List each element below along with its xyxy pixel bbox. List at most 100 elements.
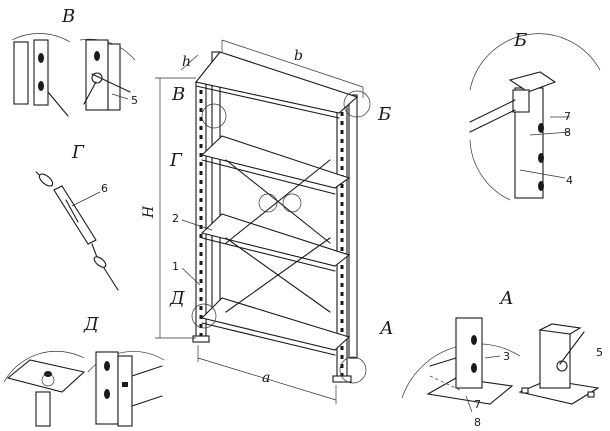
rack-label-b: Б [377,104,391,125]
shelf-bottom [200,297,351,356]
post-slot [340,211,344,215]
post-slot [340,283,344,287]
detail-v-view [11,33,136,117]
detail-title-b: Б [513,30,527,51]
leader-1 [181,267,201,286]
post-slot [340,319,344,323]
detail-d-view [3,350,165,427]
post-slot [199,288,203,292]
post-slot [199,198,203,202]
post-slot [199,99,203,103]
rack-label-a: А [378,318,394,339]
foot-front-left [192,335,210,343]
post-slot [199,162,203,166]
part-number-4: 4 [566,174,573,187]
leader-2 [181,219,213,231]
post-slot [199,126,203,130]
post-slot [340,202,344,206]
rack-label-g: Г [169,150,183,171]
post-slot [199,252,203,256]
post-slot [340,130,344,134]
detail-title-v: В [61,6,75,27]
cross-brace-upper [225,159,331,244]
post-slot [199,90,203,94]
post-slot [340,247,344,251]
dimension-H: H [141,205,157,219]
post-slot [199,315,203,319]
post-slot [199,333,203,337]
post-slot [340,193,344,197]
part-number-7-detail-b: 7 [564,110,571,123]
part-number-8-detail-b: 8 [564,126,571,139]
callout-circle-d [191,303,217,329]
detail-b-view [469,33,601,201]
post-slot [340,229,344,233]
rack-label-v: В [171,84,185,105]
detail-title-g: Г [71,142,85,163]
post-slot [340,328,344,332]
post-slot [199,270,203,274]
cross-brace-lower [225,237,331,313]
post-slot [340,292,344,296]
post-slot [199,180,203,184]
post-slot [199,243,203,247]
post-slot [340,112,344,116]
post-slot [199,171,203,175]
part-number-1: 1 [172,260,179,273]
rack-label-d: Д [169,288,185,309]
part-number-7-detail-a: 7 [474,398,481,411]
callout-circle-g2 [282,193,302,213]
shelf-2 [200,135,351,195]
post-slot [199,135,203,139]
post-slot [199,297,203,301]
callout-circle-a [339,356,367,384]
callout-circle-g1 [258,193,278,213]
shelf-3 [200,213,351,272]
post-slot [340,184,344,188]
post-slot [199,216,203,220]
part-number-8-detail-a: 8 [474,416,481,429]
post-slot [199,189,203,193]
post-slot [199,306,203,310]
post-slot [340,355,344,359]
dimension-lines [155,39,364,404]
foot-front-right [332,375,352,383]
post-slot [199,324,203,328]
part-number-3: 3 [503,350,510,363]
post-slot [199,225,203,229]
part-number-5-detail-a: 5 [596,346,603,359]
post-slot [199,279,203,283]
part-number-6: 6 [101,182,108,195]
post-slot [340,364,344,368]
detail-title-a: А [498,288,514,309]
post-slot [199,207,203,211]
post-slot [199,153,203,157]
detail-g-turnbuckle [35,171,119,291]
post-slot [340,265,344,269]
post-slot [340,373,344,377]
post-slot [199,144,203,148]
shelf-top [195,51,359,119]
callout-circle-v [201,103,227,129]
post-slot [340,121,344,125]
post-slot [340,238,344,242]
dimension-a: a [262,370,270,386]
post-slot [199,117,203,121]
dimension-b: b [294,48,303,64]
part-number-5-detail-v: 5 [131,94,138,107]
post-slot [340,346,344,350]
post-slot [199,261,203,265]
post-slot [340,310,344,314]
callout-circle-b [343,90,371,118]
post-slot [199,108,203,112]
post-slot [340,157,344,161]
detail-title-d: Д [83,314,99,335]
detail-a-view [401,317,600,413]
post-slot [340,274,344,278]
rack-post-back-right [348,94,358,359]
post-slot [340,301,344,305]
main-rack [191,51,371,384]
post-slot [340,220,344,224]
post-slot [340,148,344,152]
